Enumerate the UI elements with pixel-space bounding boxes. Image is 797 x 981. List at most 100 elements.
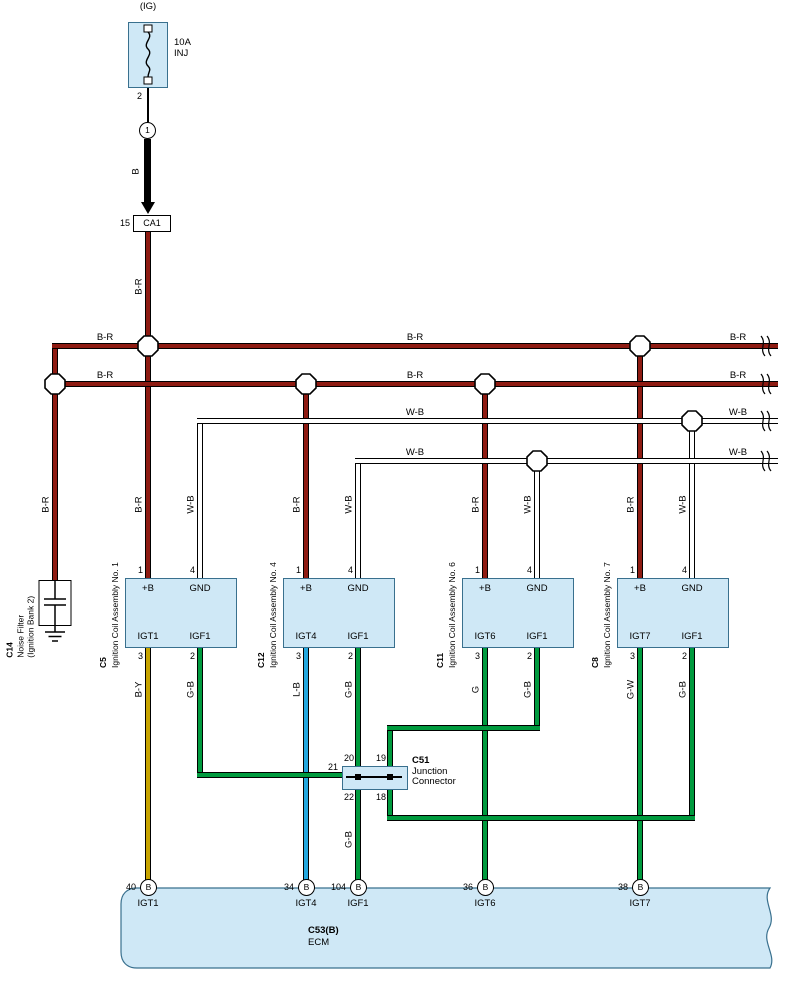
- wire-wb-gnd-c11: [534, 458, 540, 578]
- ecm-pin-label: IGF1: [347, 898, 369, 909]
- coil-label-c5: C5 Ignition Coil Assembly No. 1: [97, 548, 121, 668]
- connector-id: C11: [435, 652, 445, 668]
- wire-wb-bus-1: [197, 418, 778, 424]
- wire-label: G-B: [343, 831, 355, 848]
- component-name: Ignition Coil Assembly No. 1: [110, 562, 120, 668]
- bus-label: B-R: [96, 370, 114, 381]
- splice-node: [629, 335, 651, 357]
- noise-filter-capacitor-icon: [38, 580, 72, 642]
- wire-label: G-B: [343, 681, 355, 698]
- wire-label: G-B: [677, 681, 689, 698]
- coil-label-c8: C8 Ignition Coil Assembly No. 7: [589, 548, 613, 668]
- ecm-pin-label: IGT6: [474, 898, 496, 909]
- pin-number: 4: [347, 565, 353, 575]
- wire-label: W-B: [522, 495, 534, 514]
- terminal-label: IGF1: [681, 631, 703, 642]
- wire-gb-igf1-c8: [689, 648, 695, 821]
- splice-node: [44, 373, 66, 395]
- connector-id: C14: [4, 642, 15, 658]
- wire-label: W-B: [343, 495, 355, 514]
- wire-break-icon: [760, 450, 772, 472]
- wire-label: G: [470, 685, 482, 694]
- terminal-label: GND: [347, 583, 369, 594]
- wire-wb-gnd-c8: [689, 418, 695, 578]
- pin-number: 3: [137, 651, 143, 661]
- wire-label: G-B: [522, 681, 534, 698]
- pin-number: 20: [343, 753, 354, 763]
- pin-number: 1: [474, 565, 480, 575]
- component-name: Ignition Coil Assembly No. 6: [447, 562, 457, 668]
- wire-label: B-R: [625, 496, 637, 513]
- terminal-label: +B: [142, 583, 154, 594]
- bus-label: B-R: [729, 370, 747, 381]
- connector-id: C5: [98, 657, 108, 668]
- wire-wb-bus-2: [355, 458, 778, 464]
- splice-node: [295, 373, 317, 395]
- wire-gb-igf1-c5: [197, 648, 203, 778]
- terminal-label: IGF1: [347, 631, 369, 642]
- splice-node: [526, 450, 548, 472]
- bus-label: B-R: [406, 370, 424, 381]
- terminal-label: GND: [189, 583, 211, 594]
- noise-filter-label: C14 Noise Filter (Ignition Bank 2): [4, 568, 36, 658]
- wire-lb-igt4: [303, 648, 309, 882]
- junction-bus-line: [346, 776, 402, 778]
- wire-gb-c5-to-junction: [197, 772, 342, 778]
- pin-number: 36: [462, 882, 473, 892]
- bus-label: W-B: [405, 407, 425, 418]
- wire-gw-igt7: [637, 648, 643, 882]
- wire-wb-gnd-c5: [197, 418, 203, 578]
- pin-number: 34: [283, 882, 294, 892]
- wire-label-b: B: [130, 168, 142, 175]
- ecm-pin-shield: B: [350, 879, 367, 896]
- wire-gb-junction-to-ecm: [355, 790, 361, 882]
- wire-br-feed-c11: [482, 381, 488, 578]
- pin-number: 19: [375, 753, 386, 763]
- pin-number: 3: [474, 651, 480, 661]
- connector-id: C53(B): [308, 925, 339, 936]
- wire-br-feed-c12: [303, 381, 309, 578]
- pin-number: 40: [125, 882, 136, 892]
- wire-label: G-W: [625, 679, 637, 700]
- terminal-label: +B: [634, 583, 646, 594]
- ecm-pin-shield: B: [140, 879, 157, 896]
- coil-box-c5: [125, 578, 237, 648]
- wire-label: B-R: [133, 496, 145, 513]
- terminal-label: GND: [681, 583, 703, 594]
- pin-number: 2: [347, 651, 353, 661]
- ca1-pin-number: 15: [119, 218, 130, 228]
- fuse-rating: 10A: [174, 37, 191, 48]
- coil-box-c12: [283, 578, 395, 648]
- ca1-connector: CA1: [133, 215, 171, 232]
- coil-box-c8: [617, 578, 729, 648]
- ecm-body: [120, 887, 773, 969]
- splice-node: [137, 335, 159, 357]
- terminal-label: IGT6: [474, 631, 496, 642]
- fuse-icon: [143, 24, 153, 85]
- pin-number: 22: [343, 792, 354, 802]
- fuse-pin-number: 2: [136, 91, 142, 101]
- bus-label: B-R: [729, 332, 747, 343]
- terminal-label: IGF1: [189, 631, 211, 642]
- junction-terminal: [387, 774, 393, 780]
- coil-label-c11: C11 Ignition Coil Assembly No. 6: [434, 548, 458, 668]
- wire-wb-gnd-c12: [355, 458, 361, 578]
- wire-label: B-R: [291, 496, 303, 513]
- bus-label: B-R: [406, 332, 424, 343]
- ecm-pin-label: IGT7: [629, 898, 651, 909]
- pin-number: 4: [681, 565, 687, 575]
- component-name: Ignition Coil Assembly No. 4: [268, 562, 278, 668]
- component-name: Ignition Coil Assembly No. 7: [602, 562, 612, 668]
- wire-fuse-out: [147, 88, 149, 122]
- component-name: Junction: [412, 766, 448, 777]
- ecm-pin-shield: B: [632, 879, 649, 896]
- terminal-label: IGT7: [629, 631, 651, 642]
- connector-id: C12: [256, 652, 266, 668]
- ecm-pin-label: IGT1: [137, 898, 159, 909]
- component-subname: (Ignition Bank 2): [25, 595, 36, 658]
- wire-label: B-R: [470, 496, 482, 513]
- pin-number: 21: [327, 762, 338, 772]
- fuse-circuit-label: (IG): [139, 1, 157, 12]
- terminal-label: IGT4: [295, 631, 317, 642]
